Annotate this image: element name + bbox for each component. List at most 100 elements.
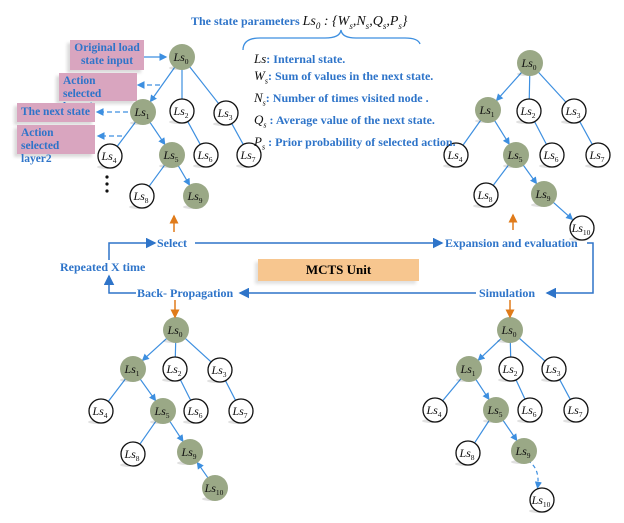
select-tree-edge-0-1 [149,64,177,103]
node-label: Ls8 [458,446,474,462]
legend-item-ps: Ps : Prior probability of selected actio… [254,133,456,152]
expansion-tree-node-ls0: Ls0 [517,50,543,76]
select-tree-edge-5-8 [148,162,167,187]
node-label: Ls0 [172,50,188,66]
node-label: Ls3 [210,363,226,379]
expansion-tree-edge-9-10 [551,200,574,221]
node-label: Ls0 [166,323,182,339]
simulation-tree-edge-5-8 [474,418,492,444]
simulation-tree-node-ls6: Ls6 [517,397,543,423]
simulation-tree-edge-9-10 [527,459,542,489]
backprop-tree-node-ls3: Ls3 [207,357,233,383]
select-tree-node-ls4: Ls4 [97,143,123,169]
expansion-tree-node-ls6: Ls6 [539,142,565,168]
simulation-tree-edge-3-7 [558,377,571,400]
expansion-tree-node-ls1: Ls1 [475,97,501,123]
backprop-tree-edge-0-3 [182,336,212,363]
legend-item-ns: Ns: Number of times visited node . [254,89,429,108]
node-label: Ls9 [180,445,196,461]
simulation-tree-node-ls3: Ls3 [541,356,567,382]
select-tree-node-ls9: Ls9 [183,183,209,209]
node-label: Ls4 [91,404,107,420]
simulation-step: Simulation [479,286,536,300]
select-tree-node-ls7: Ls7 [236,142,262,168]
select-tree-node-ls0: Ls0 [169,44,195,70]
node-label: Ls5 [486,403,502,419]
expansion-tree-node-ls3: Ls3 [561,98,587,124]
select-tree-node-ls6: Ls6 [193,142,219,168]
simulation-tree-edge-0-3 [517,336,546,362]
node-label: Ls3 [544,362,560,378]
node-label: Ls8 [123,447,139,463]
backprop-tree-node-ls9: Ls9 [177,439,203,465]
node-label: Ls9 [534,187,550,203]
legend-item-ls: Ls: Internal state. [254,51,346,66]
node-label: Ls7 [588,148,604,164]
simulation-tree-node-ls7: Ls7 [563,397,589,423]
simulation-tree-edge-0-1 [477,336,504,361]
expansion-tree-node-ls9: Ls9 [531,181,557,207]
expansion-tree-edge-1-4 [462,117,483,146]
simulation-tree-node-ls5: Ls5 [483,397,509,423]
node-label: Ls9 [186,189,202,205]
node-label: Ls2 [519,104,535,120]
node-label: Ls1 [478,103,494,119]
expansion-tree-node-ls10: Ls10 [569,215,595,241]
backprop-tree-edge-5-9 [167,419,184,443]
node-label: Ls4 [425,403,441,419]
expansion-tree-edge-0-1 [495,70,524,102]
expansion-tree-edge-0-2 [528,72,531,100]
node-label: Ls7 [231,404,247,420]
simulation-tree-edge-1-5 [473,377,490,401]
simulation-tree-node-ls8: Ls8 [455,440,481,466]
select-tree-node-ls5: Ls5 [159,142,185,168]
backprop-step: Back- Propagation [137,286,234,300]
node-label: Ls8 [476,188,492,204]
backprop-tree-edge-5-8 [139,418,158,445]
node-label: Ls2 [172,104,188,120]
simulation-tree-node-ls4: Ls4 [422,397,448,423]
simulation-tree-edge-1-4 [442,376,464,402]
select-step: Select [157,236,187,250]
select-tree-edge-1-5 [148,119,166,146]
select-tree-edge-3-7 [230,121,244,145]
backprop-tree-node-ls7: Ls7 [228,398,254,424]
expansion-tree-edge-1-5 [492,118,510,145]
expansion-tree-edge-5-9 [521,162,538,185]
node-label: Ls1 [123,362,139,378]
node-label: Ls7 [239,148,255,164]
backprop-tree-node-ls5: Ls5 [150,398,176,424]
backprop-tree-edge-1-4 [107,376,128,402]
legend-item-qs: Qs : Average value of the next state. [254,111,435,130]
node-label: Ls0 [520,56,536,72]
parameters-legend: Ls: Internal state. Ws: Sum of values in… [254,51,456,156]
simulation-tree-node-ls2: Ls2 [498,356,524,382]
repeat-label: Repeated X time [60,260,146,274]
node-label: Ls9 [514,444,530,460]
backprop-tree-edge-2-6 [178,377,192,401]
node-label: Ls5 [153,404,169,420]
node-label: Ls6 [186,404,202,420]
simulation-tree-node-ls10: Ls10 [529,487,555,513]
next-state-label: The next state [17,103,95,122]
node-label: Ls1 [133,105,149,121]
node-label: Ls6 [542,148,558,164]
expansion-tree-node-ls8: Ls8 [473,182,499,208]
backprop-tree-edge-1-5 [138,376,157,402]
node-label: Ls5 [506,148,522,164]
simulation-tree-edge-2-6 [514,377,526,400]
node-label: Ls3 [216,106,232,122]
simulation-tree-node-ls9: Ls9 [511,438,537,464]
node-label: Ls5 [162,148,178,164]
backprop-tree-node-ls4: Ls4 [88,398,114,424]
backprop-tree-node-ls10: Ls10 [202,475,228,501]
node-label: Ls4 [100,149,116,165]
expansion-tree-edge-0-3 [536,69,567,103]
expansion-tree-edge-3-7 [578,119,593,145]
backprop-tree-node-ls8: Ls8 [120,441,146,467]
node-label: Ls7 [566,403,582,419]
state-parameters-title: The state parameters Ls0 : {Ws,Ns,Qs,Ps} [191,14,408,31]
